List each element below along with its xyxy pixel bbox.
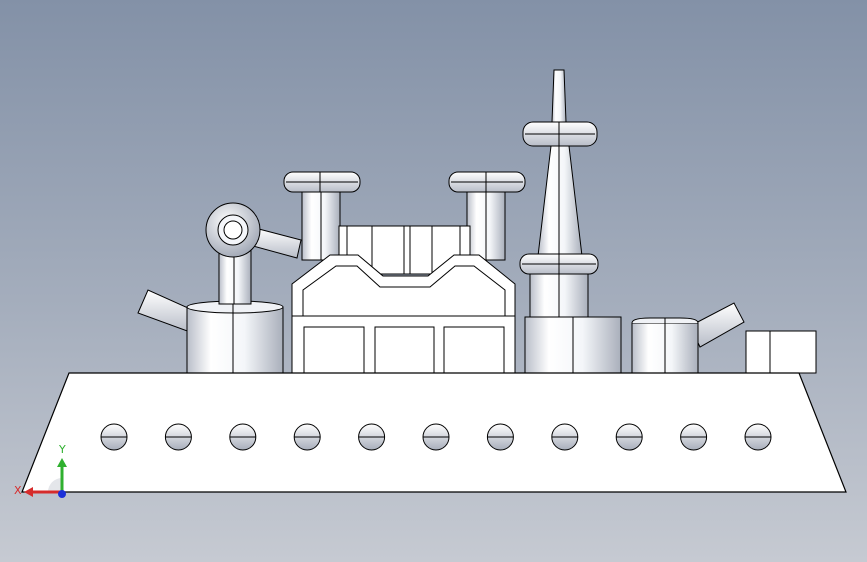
axis-triad: Y X: [10, 440, 80, 510]
right-funnel: [448, 171, 526, 261]
left-turret: [186, 300, 284, 374]
searchlight-mast: [205, 202, 302, 305]
aft-deckhouse: [524, 316, 622, 374]
right-turret: [631, 317, 699, 374]
triad-plane-icon: [48, 478, 62, 492]
x-arrowhead-icon: [24, 487, 33, 497]
porthole-row: [100, 423, 772, 451]
z-axis-dot-icon: [58, 490, 66, 498]
left-funnel: [283, 171, 361, 261]
x-axis-label: X: [14, 484, 22, 497]
stern-box: [745, 330, 817, 374]
triad-graphic: [24, 458, 67, 498]
main-mast: [519, 69, 599, 319]
y-arrowhead-icon: [57, 458, 67, 467]
y-axis-label: Y: [59, 443, 66, 456]
superstructure: [291, 254, 516, 374]
